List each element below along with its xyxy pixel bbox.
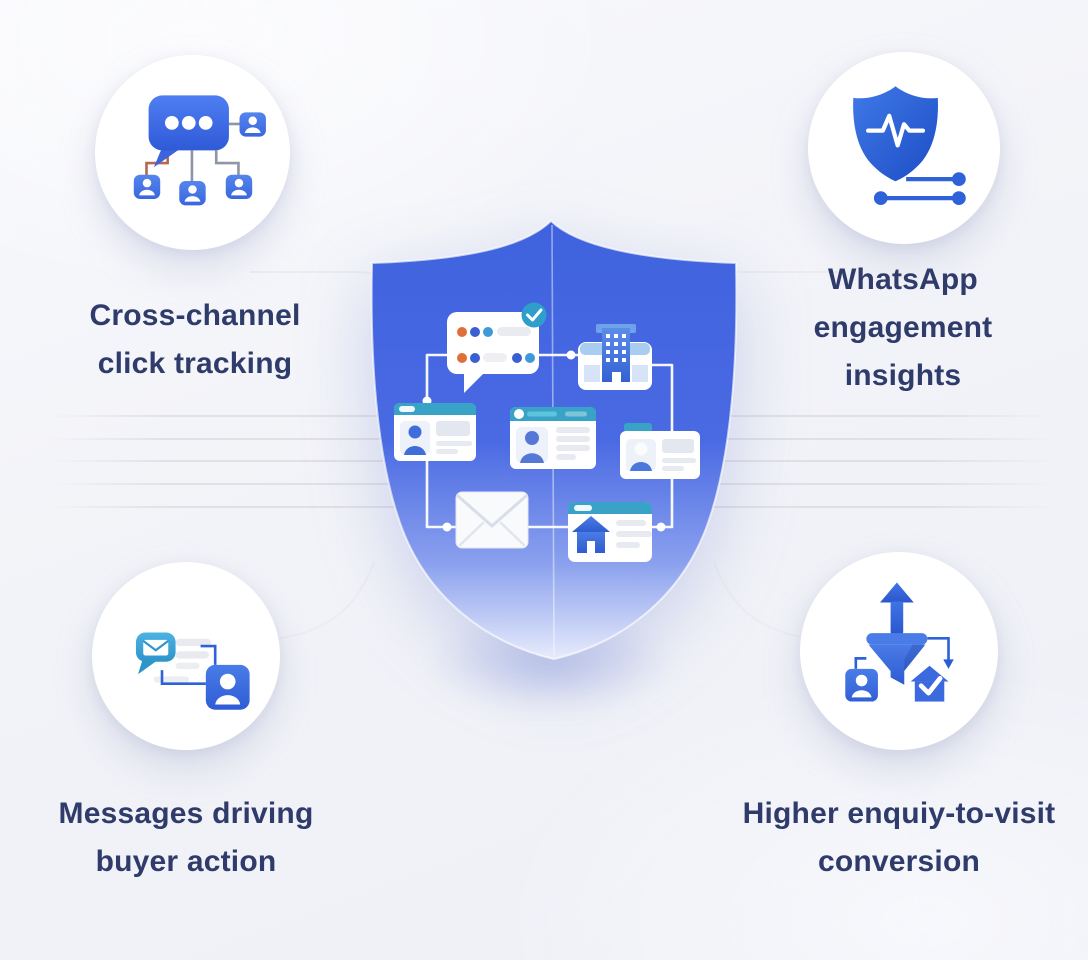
- feature-label-line: insights: [844, 359, 962, 392]
- feature-icon-circle-cross-channel: [95, 55, 290, 250]
- feature-icon-circle-conversion: [800, 552, 998, 750]
- feature-label-line: conversion: [817, 845, 981, 878]
- contact-card: [394, 403, 476, 461]
- feature-label-line: Cross-channel: [89, 299, 301, 332]
- feature-label-cross-channel: Cross-channel click tracking: [20, 292, 370, 388]
- feature-label-line: WhatsApp: [828, 263, 978, 296]
- contact-card: [620, 423, 700, 479]
- feature-label-line: engagement: [813, 311, 993, 344]
- feature-label-line: Messages driving: [58, 797, 314, 830]
- office-building-card: [578, 324, 652, 390]
- message-contact-icon: [135, 632, 250, 710]
- shield-flow-illustration: [368, 215, 752, 675]
- shield-pulse-icon: [853, 86, 966, 206]
- verified-check-badge-icon: [521, 302, 547, 328]
- envelope-icon: [455, 491, 529, 549]
- contact-card: [510, 407, 596, 469]
- feature-label-whatsapp-insights: WhatsApp engagement insights: [753, 256, 1053, 400]
- feature-label-buyer-action: Messages driving buyer action: [11, 790, 361, 886]
- feature-icon-circle-buyer-action: [92, 562, 280, 750]
- feature-label-line: Higher enquiy-to-visit: [742, 797, 1056, 830]
- chat-network-icon: [133, 95, 266, 206]
- feature-label-conversion: Higher enquiy-to-visit conversion: [708, 790, 1088, 886]
- feature-label-line: click tracking: [97, 347, 293, 380]
- feature-icon-circle-whatsapp-insights: [808, 52, 1000, 244]
- funnel-conversion-icon: [845, 582, 954, 702]
- chat-message-card: [447, 312, 539, 393]
- feature-label-line: buyer action: [95, 845, 277, 878]
- property-house-card: [568, 502, 652, 562]
